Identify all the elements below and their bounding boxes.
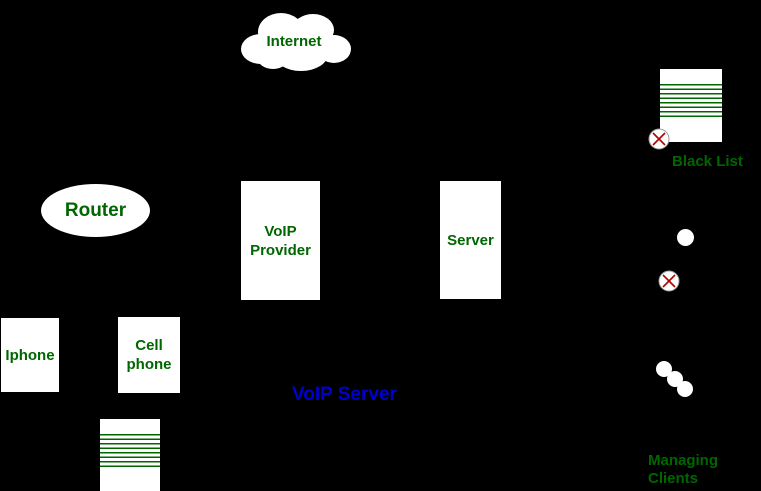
managing-clients-label: Managing Clients xyxy=(648,452,718,487)
blacklist-document-icon xyxy=(660,69,722,142)
blocked-client-icon-managing xyxy=(658,270,680,297)
router-label: Router xyxy=(64,200,127,221)
blocked-client-icon-blacklist xyxy=(648,128,670,155)
cloud-icon xyxy=(241,13,351,71)
cellphone-node: Cell phone xyxy=(118,317,180,393)
black-list-label: Black List xyxy=(672,153,743,170)
voip-provider-node: VoIP Provider xyxy=(241,181,320,300)
blacklist-document-lines xyxy=(660,84,722,119)
client-queue-document-icon xyxy=(100,419,160,491)
voip-provider-label: VoIP Provider xyxy=(250,222,311,259)
server-label: Server xyxy=(447,231,494,249)
server-node: Server xyxy=(440,181,501,299)
internet-node: Internet xyxy=(233,5,355,77)
client-queue-document-lines xyxy=(100,434,160,469)
cellphone-label: Cell phone xyxy=(126,337,172,373)
iphone-node: Iphone xyxy=(1,318,59,392)
voip-server-caption: VoIP Server xyxy=(292,384,397,405)
internet-label: Internet xyxy=(266,32,322,50)
client-dot-icon xyxy=(677,381,693,397)
router-node: Router xyxy=(41,184,150,237)
iphone-label: Iphone xyxy=(5,346,55,364)
client-dot-icon xyxy=(677,229,694,246)
